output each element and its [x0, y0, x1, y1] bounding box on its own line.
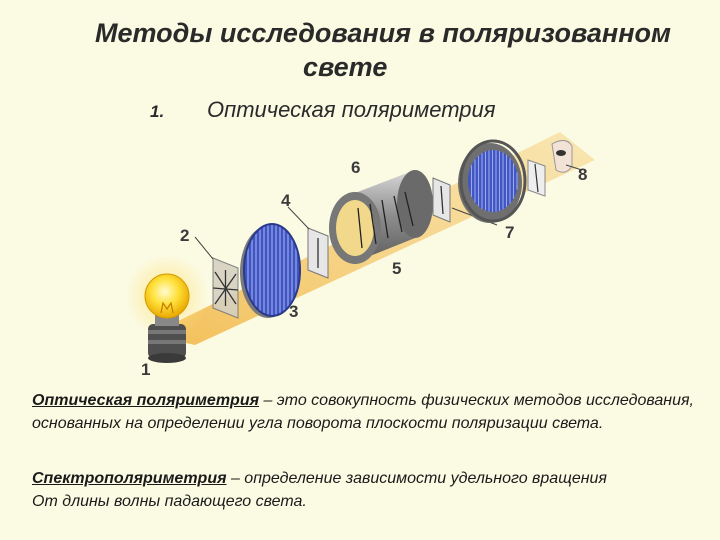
definition-polarimetry: Оптическая поляриметрия – это совокупнос…	[32, 389, 702, 435]
polarized-light-plate	[287, 206, 329, 279]
definition-polarimetry-text: – это совокупность физических методов ис…	[32, 392, 694, 432]
label-4: 4	[281, 191, 291, 210]
subtitle-number: 1.	[150, 102, 165, 121]
label-3: 3	[289, 302, 298, 321]
sample-tube	[329, 170, 433, 264]
label-5: 5	[392, 259, 401, 278]
definition-spectropolarimetry-line2: От длины волны падающего света.	[32, 493, 307, 510]
label-1: 1	[141, 360, 150, 379]
title-line-2: свете	[303, 52, 388, 82]
term-spectropolarimetry: Спектрополяриметрия	[32, 470, 227, 487]
label-2: 2	[180, 226, 189, 245]
lamp	[125, 254, 209, 363]
label-8: 8	[578, 165, 587, 184]
analyzer-plate	[432, 177, 498, 226]
label-7: 7	[505, 223, 514, 242]
unpolarized-light-filter	[194, 236, 239, 319]
title-line-1: Методы исследования в поляризованном	[95, 18, 672, 48]
analyzer	[458, 139, 527, 223]
page-title: Методы исследования в поляризованном све…	[95, 16, 715, 84]
definition-spectropolarimetry: Спектрополяриметрия – определение зависи…	[32, 467, 702, 513]
subtitle-text: Оптическая поляриметрия	[207, 97, 496, 122]
label-6: 6	[351, 158, 360, 177]
polarimeter-diagram: 1 2 3 4 5 6 7 8	[125, 132, 595, 379]
term-polarimetry: Оптическая поляриметрия	[32, 392, 260, 409]
definition-spectropolarimetry-line1: – определение зависимости удельного вращ…	[226, 470, 607, 487]
polarizer	[240, 223, 301, 318]
observer-eye-icon	[527, 140, 583, 197]
